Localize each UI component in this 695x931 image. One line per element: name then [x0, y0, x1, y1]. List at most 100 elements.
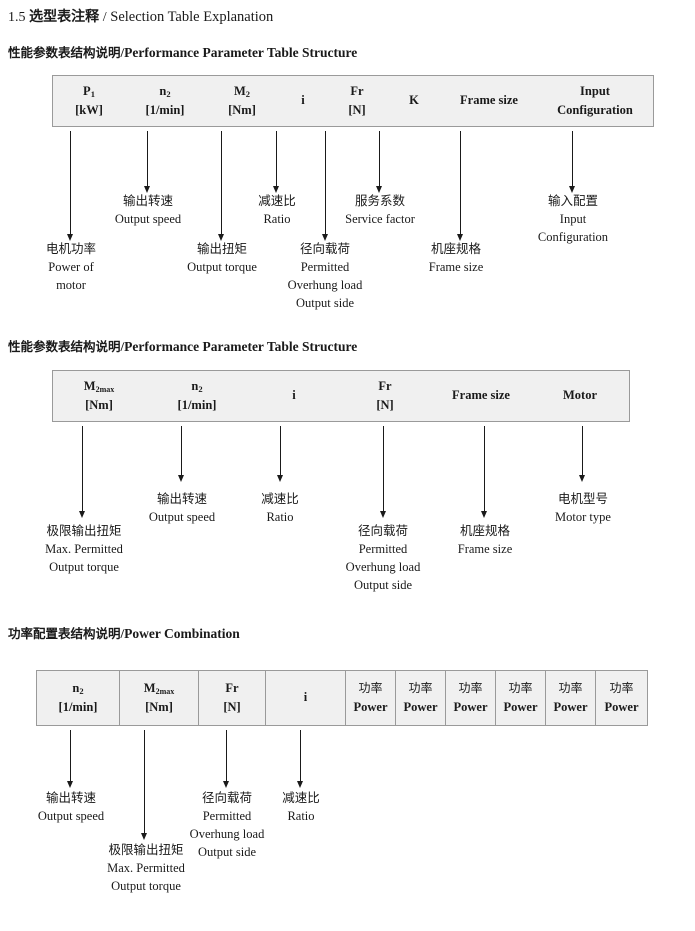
- cell-symbol-english: Power: [453, 699, 488, 714]
- cell-symbol: n2: [159, 83, 171, 99]
- table-cell-m2max: M2max [Nm]: [53, 371, 145, 421]
- cell-unit: [1/min]: [145, 103, 185, 117]
- annotation-input-configuration: 输入配置 Input Configuration: [537, 193, 609, 245]
- cell-symbol-chinese: 功率: [358, 681, 383, 696]
- section-heading-english: Performance Parameter Table Structure: [124, 45, 358, 60]
- annotation-permitted-overhung-load: 径向载荷 Permitted Overhung load Output side: [287, 241, 363, 311]
- cell-symbol: Motor: [562, 388, 597, 403]
- cell-symbol: M2max: [83, 378, 115, 394]
- annotation-ratio: 减速比 Ratio: [261, 491, 299, 525]
- arrow-to-service-factor: [375, 131, 384, 193]
- section-heading-separator: /: [120, 45, 125, 60]
- annotation-ratio: 减速比 Ratio: [258, 193, 296, 227]
- section-heading-power-combination: 功率配置表结构说明/Power Combination: [8, 623, 240, 642]
- annotation-output-speed: 输出转速 Output speed: [37, 790, 105, 824]
- page-title: 1.5 选型表注释 / Selection Table Explanation: [8, 6, 273, 26]
- cell-symbol: M2: [233, 83, 251, 99]
- section-heading-separator: /: [120, 626, 125, 641]
- table-cell-frame-size: Frame size: [441, 76, 537, 126]
- annotation-motor-type: 电机型号 Motor type: [555, 491, 611, 525]
- annotation-output-torque: 输出扭矩 Output torque: [187, 241, 257, 275]
- arrow-to-power-of-motor: [66, 131, 75, 241]
- annotation-output-speed: 输出转速 Output speed: [148, 491, 216, 525]
- annotation-power-of-motor: 电机功率 Power of motor: [45, 241, 97, 293]
- cell-symbol: M2max: [143, 680, 175, 696]
- arrow-to-frame-size: [456, 131, 465, 241]
- table-cell-m2max: M2max [Nm]: [119, 671, 198, 725]
- cell-symbol-chinese: 功率: [458, 681, 483, 696]
- arrow-to-frame-size: [480, 426, 489, 518]
- cell-symbol: i: [292, 388, 296, 403]
- table-cell-m2: M2 [Nm]: [205, 76, 279, 126]
- table-cell-frame-size: Frame size: [431, 371, 531, 421]
- annotation-ratio: 减速比 Ratio: [282, 790, 320, 824]
- arrow-to-motor-type: [578, 426, 587, 482]
- table-cell-power-5: 功率 Power: [545, 671, 595, 725]
- table-cell-fr: Fr [N]: [327, 76, 387, 126]
- arrow-to-permitted-overhung-load: [321, 131, 330, 241]
- cell-symbol: Frame size: [460, 93, 518, 108]
- annotation-permitted-overhung-load: 径向载荷 Permitted Overhung load Output side: [345, 523, 421, 593]
- cell-symbol: Input: [580, 83, 610, 98]
- table-cell-power-3: 功率 Power: [445, 671, 495, 725]
- table-cell-power-1: 功率 Power: [345, 671, 395, 725]
- arrow-to-permitted-overhung-load: [222, 730, 231, 788]
- cell-symbol-english: Power: [503, 699, 538, 714]
- performance-table-1: P1 [kW] n2 [1/min] M2 [Nm] i Fr [N] K Fr…: [52, 75, 654, 127]
- table-cell-i: i: [265, 671, 345, 725]
- annotation-frame-size: 机座规格 Frame size: [457, 523, 513, 557]
- cell-symbol-english: Power: [604, 699, 639, 714]
- arrow-to-max-permitted-output-torque: [140, 730, 149, 840]
- cell-symbol: Fr: [378, 378, 392, 393]
- section-heading-english: Performance Parameter Table Structure: [124, 339, 358, 354]
- cell-symbol-chinese: 功率: [609, 681, 634, 696]
- cell-unit: [Nm]: [85, 398, 113, 412]
- cell-unit: [1/min]: [58, 700, 98, 714]
- cell-unit: [kW]: [75, 103, 103, 117]
- power-combination-table: n2 [1/min] M2max [Nm] Fr [N] i 功率 Power …: [36, 670, 648, 726]
- cell-symbol-chinese: 功率: [558, 681, 583, 696]
- table-cell-n2: n2 [1/min]: [125, 76, 205, 126]
- table-cell-input-configuration: Input Configuration: [537, 76, 653, 126]
- table-cell-power-4: 功率 Power: [495, 671, 545, 725]
- page-title-english: Selection Table Explanation: [110, 9, 274, 25]
- cell-symbol: Frame size: [452, 388, 510, 403]
- cell-symbol: P1: [83, 83, 95, 99]
- table-cell-k: K: [387, 76, 441, 126]
- annotation-permitted-overhung-load: 径向载荷 Permitted Overhung load Output side: [189, 790, 265, 860]
- cell-symbol: i: [303, 690, 308, 705]
- section-heading-chinese: 性能参数表结构说明: [8, 339, 121, 354]
- section-heading-chinese: 性能参数表结构说明: [8, 45, 121, 60]
- section-heading-performance-2: 性能参数表结构说明/Performance Parameter Table St…: [8, 336, 357, 355]
- annotation-max-permitted-output-torque: 极限输出扭矩 Max. Permitted Output torque: [107, 842, 185, 894]
- cell-symbol: n2: [72, 680, 84, 696]
- arrow-to-max-permitted-output-torque: [78, 426, 87, 518]
- section-heading-chinese: 功率配置表结构说明: [8, 626, 121, 641]
- cell-symbol-chinese: 功率: [408, 681, 433, 696]
- section-heading-performance-1: 性能参数表结构说明/Performance Parameter Table St…: [8, 42, 357, 61]
- cell-symbol: Fr: [350, 83, 364, 98]
- cell-symbol-english: Power: [403, 699, 438, 714]
- cell-symbol-english: Power: [353, 699, 388, 714]
- table-cell-n2: n2 [1/min]: [37, 671, 119, 725]
- table-cell-power-6: 功率 Power: [595, 671, 647, 725]
- cell-symbol-english: Power: [553, 699, 588, 714]
- arrow-to-ratio: [276, 426, 285, 482]
- arrow-to-output-torque: [217, 131, 226, 241]
- annotation-frame-size: 机座规格 Frame size: [428, 241, 484, 275]
- arrow-to-output-speed: [66, 730, 75, 788]
- section-heading-english: Power Combination: [124, 626, 240, 641]
- page-title-chinese: 选型表注释: [29, 9, 100, 25]
- annotation-max-permitted-output-torque: 极限输出扭矩 Max. Permitted Output torque: [45, 523, 123, 575]
- annotation-output-speed: 输出转速 Output speed: [114, 193, 182, 227]
- performance-table-2: M2max [Nm] n2 [1/min] i Fr [N] Frame siz…: [52, 370, 630, 422]
- cell-symbol: Fr: [225, 680, 239, 695]
- table-cell-p1: P1 [kW]: [53, 76, 125, 126]
- arrow-to-ratio: [272, 131, 281, 193]
- cell-unit: [1/min]: [177, 398, 217, 412]
- cell-unit: Configuration: [557, 103, 633, 117]
- table-cell-n2: n2 [1/min]: [145, 371, 249, 421]
- page-title-separator: /: [102, 10, 107, 25]
- page-title-number: 1.5: [8, 10, 26, 25]
- cell-unit: [Nm]: [228, 103, 256, 117]
